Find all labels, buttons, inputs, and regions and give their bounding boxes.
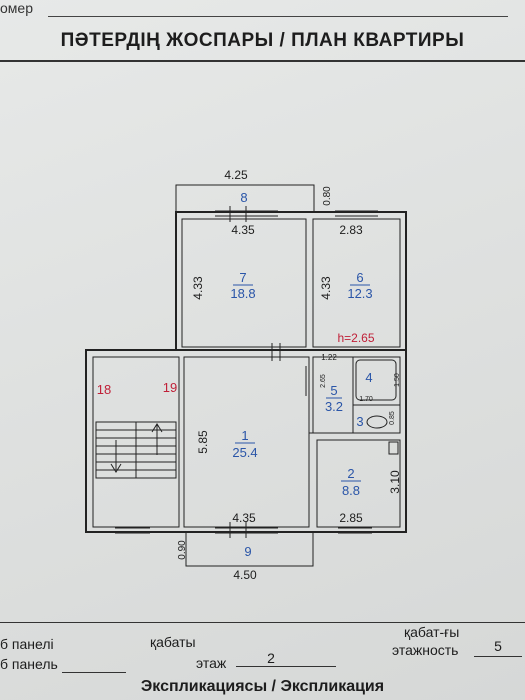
dim-room6-depth: 4.33 [319,276,333,300]
panel-underline [62,672,126,673]
room-1-number: 1 [241,428,248,443]
floor-label-ru: этаж [196,655,227,671]
room-6-number: 6 [356,270,363,285]
storeys-label-kz: қабат-ғы [404,624,460,640]
balcony-bottom-outline [185,532,314,567]
floor-label-kz: қабаты [150,634,196,650]
room-5-number: 5 [330,383,337,398]
footer-top-border [0,622,525,623]
explication-title: Экспликациясы / Экспликация [140,678,385,695]
stair-label-18: 18 [97,382,111,397]
dim-balcony-bottom-width: 4.50 [233,568,257,582]
dim-room2-depth: 3.10 [388,470,402,494]
dim-balcony-bottom-depth: 0.90 [177,540,188,560]
doors [305,366,345,434]
sanitary-fixtures [355,359,399,455]
dim-room1-depth: 5.85 [196,430,210,454]
frame-top-border [0,60,525,62]
room-1-area: 25.4 [232,445,257,460]
panel-label-ru: б панель [0,656,58,672]
floor-underline [236,666,336,667]
balcony-top-outline [175,184,315,212]
dim-balcony-top-depth: 0.80 [322,186,333,206]
panel-label-kz: б панелі [0,636,54,652]
floor-value: 2 [267,650,275,666]
room-7-area: 18.8 [230,286,255,301]
room-3-number: 3 [356,414,363,429]
dim-room4-width: 1.70 [359,396,373,403]
room-6-area: 12.3 [347,286,372,301]
dim-corridor-width: 1.22 [321,353,337,362]
storeys-label-ru: этажность [392,642,459,658]
room-4-number: 4 [365,370,372,385]
stairs [95,421,177,479]
room-7-number: 7 [239,270,246,285]
room-5-area: 3.2 [325,399,343,414]
dim-room6-width: 2.83 [339,223,363,237]
room-9-number: 9 [244,544,251,559]
stair-label-19: 19 [163,380,177,395]
dim-room1-width: 4.35 [232,511,256,525]
dim-room7-width: 4.35 [231,223,255,237]
number-label: омер [0,0,33,16]
dim-room5-side: 2.65 [320,374,327,388]
room-2-number: 2 [347,466,354,481]
dim-room3-side: 0.85 [389,411,396,425]
dim-room4-side: 1.50 [394,373,401,387]
storeys-underline [474,656,522,657]
windows [115,206,378,538]
room-8-number: 8 [240,190,247,205]
ceiling-height-label: h=2.65 [337,331,374,345]
dim-balcony-top-width: 4.25 [224,168,248,182]
number-underline [48,16,508,17]
dim-room7-depth: 4.33 [191,276,205,300]
storeys-value: 5 [494,638,502,654]
dim-room2-width: 2.85 [339,511,363,525]
page-title: ПӘТЕРДІҢ ЖОСПАРЫ / ПЛАН КВАРТИРЫ [60,30,465,51]
room-2-area: 8.8 [342,483,360,498]
